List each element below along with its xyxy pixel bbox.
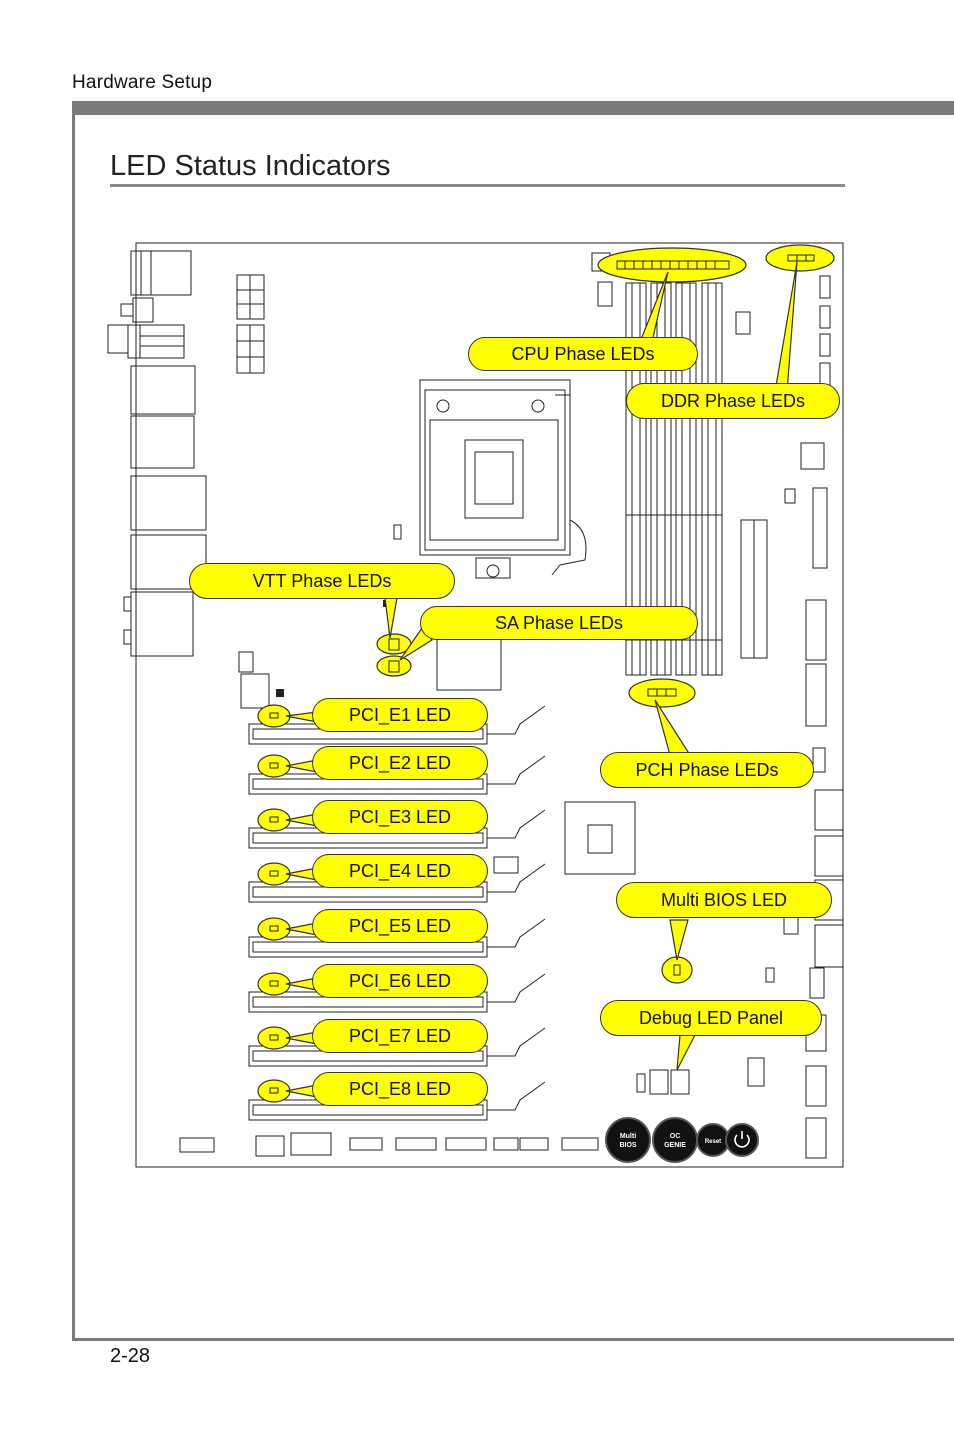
board-outline [135,242,844,1168]
pcie3-led-callout: PCI_E3 LED [312,800,488,834]
bottom-rule [72,1338,954,1341]
power-button [725,1123,759,1157]
pch-phase-leds-callout: PCH Phase LEDs [600,752,814,788]
title-underline [110,184,845,187]
sa-phase-led-highlight [376,655,412,677]
pcie6-led-callout: PCI_E6 LED [312,964,488,998]
multi-bios-led-callout: Multi BIOS LED [616,882,832,918]
vtt-phase-leds-callout: VTT Phase LEDs [189,563,455,599]
pcie8-led-callout: PCI_E8 LED [312,1072,488,1106]
oc-genie-button [652,1117,698,1163]
page-number: 2-28 [110,1345,151,1367]
reset-button-label: Reset [705,1139,721,1145]
ddr-phase-leds-callout: DDR Phase LEDs [626,383,840,419]
onboard-buttons: Multi BIOS OC GENIE Reset [605,1117,759,1163]
page-title: LED Status Indicators [110,150,391,182]
left-rule [72,101,75,1341]
pcie1-led-callout: PCI_E1 LED [312,698,488,732]
debug-led-panel-callout: Debug LED Panel [600,1000,822,1036]
multi-bios-button-label-2: BIOS [619,1142,636,1149]
pcie4-led-callout: PCI_E4 LED [312,854,488,888]
pcie7-led-callout: PCI_E7 LED [312,1019,488,1053]
header-title: Hardware Setup [72,72,213,93]
cpu-phase-leds-callout: CPU Phase LEDs [468,337,698,371]
header-bar [74,101,954,115]
ddr-phase-led-highlight [765,244,835,272]
multi-bios-button [605,1117,651,1163]
power-icon [734,1134,750,1148]
pcie2-led-callout: PCI_E2 LED [312,746,488,780]
cpu-phase-led-highlight [597,247,747,283]
pcie5-led-callout: PCI_E5 LED [312,909,488,943]
pch-phase-led-highlight [628,678,696,708]
oc-genie-button-label-2: GENIE [664,1142,686,1149]
multi-bios-button-label-1: Multi [620,1133,636,1140]
sa-phase-leds-callout: SA Phase LEDs [420,606,698,640]
oc-genie-button-label-1: OC [670,1133,681,1140]
multi-bios-led-highlight [661,956,693,984]
